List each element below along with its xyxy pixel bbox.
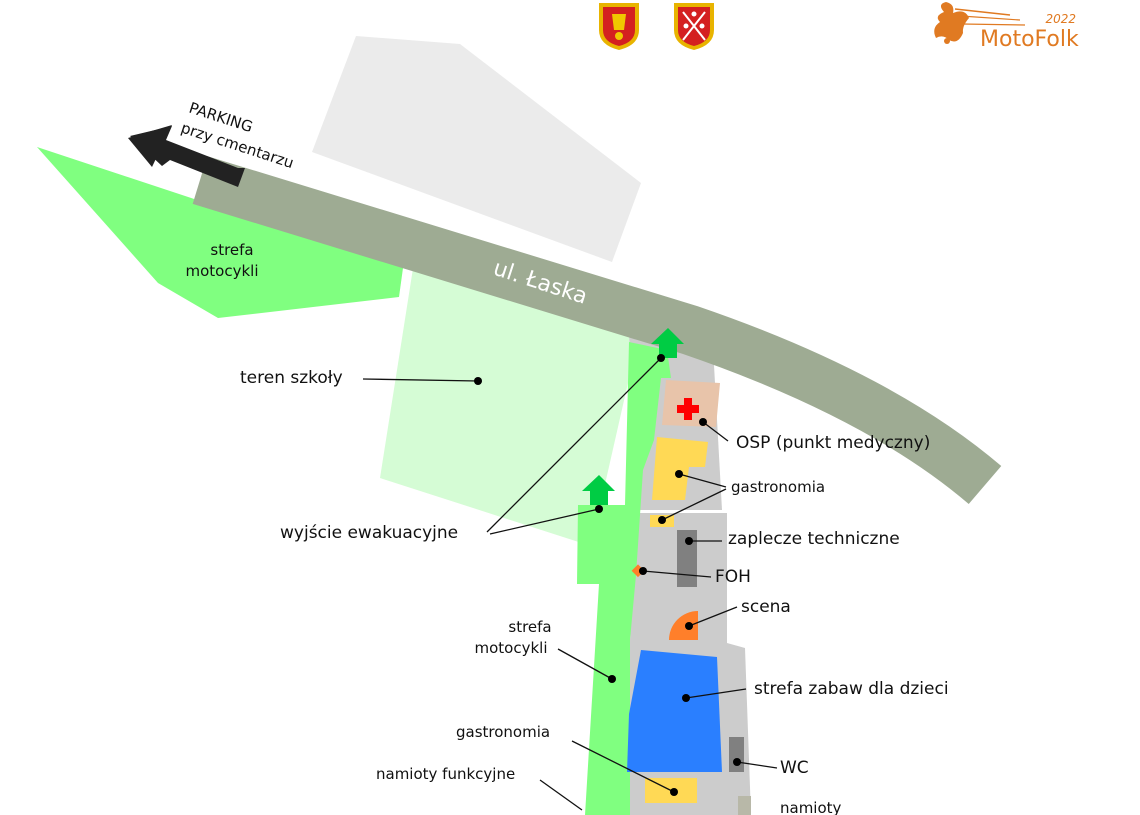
event-name: MotoFolk bbox=[980, 27, 1079, 52]
school-area bbox=[380, 262, 640, 546]
technical-facilities-area bbox=[677, 530, 697, 587]
moto-zone-top-label-2: motocykli bbox=[186, 262, 259, 280]
wc-area bbox=[729, 737, 744, 772]
event-year: 2022 bbox=[1045, 12, 1076, 26]
osp-label: OSP (punkt medyczny) bbox=[736, 433, 930, 453]
parking-arrow-icon bbox=[128, 125, 245, 187]
stage-label: scena bbox=[741, 597, 791, 617]
tents-area bbox=[738, 796, 751, 815]
evacuation-exit-label: wyjście ewakuacyjne bbox=[280, 523, 458, 543]
gastronomy-bottom-label: gastronomia bbox=[456, 723, 550, 741]
motorcycle-zone-bottom bbox=[577, 342, 671, 815]
technical-facilities-label: zaplecze techniczne bbox=[728, 529, 900, 549]
evac-arrow-2-icon bbox=[582, 475, 615, 505]
building-area bbox=[312, 36, 641, 262]
coat-of-arms-1-icon bbox=[599, 3, 639, 50]
gastronomy-top-label: gastronomia bbox=[731, 478, 825, 496]
kids-zone-area bbox=[627, 650, 722, 772]
wc-label: WC bbox=[780, 758, 809, 778]
kids-zone-label: strefa zabaw dla dzieci bbox=[754, 679, 949, 699]
moto-zone-bottom-label-2: motocykli bbox=[475, 639, 548, 657]
moto-zone-top-label-1: strefa bbox=[210, 241, 253, 259]
evac-arrow-1-icon bbox=[651, 328, 684, 358]
moto-zone-bottom-label-1: strefa bbox=[508, 618, 551, 636]
medical-cross-icon bbox=[677, 398, 699, 420]
stage-area bbox=[669, 611, 698, 640]
tents-label: namioty bbox=[780, 799, 842, 815]
foh-label: FOH bbox=[715, 567, 751, 587]
function-tents-label: namioty funkcyjne bbox=[376, 765, 515, 783]
school-label: teren szkoły bbox=[240, 368, 343, 388]
motorcycle-zone-top bbox=[37, 147, 403, 318]
motofolk-logo: 2022 MotoFolk bbox=[934, 2, 1079, 52]
gastronomy-top-area bbox=[652, 437, 708, 500]
coat-of-arms-2-icon bbox=[674, 3, 714, 50]
leader-lines bbox=[362, 354, 778, 811]
road-laska bbox=[192, 156, 1002, 505]
